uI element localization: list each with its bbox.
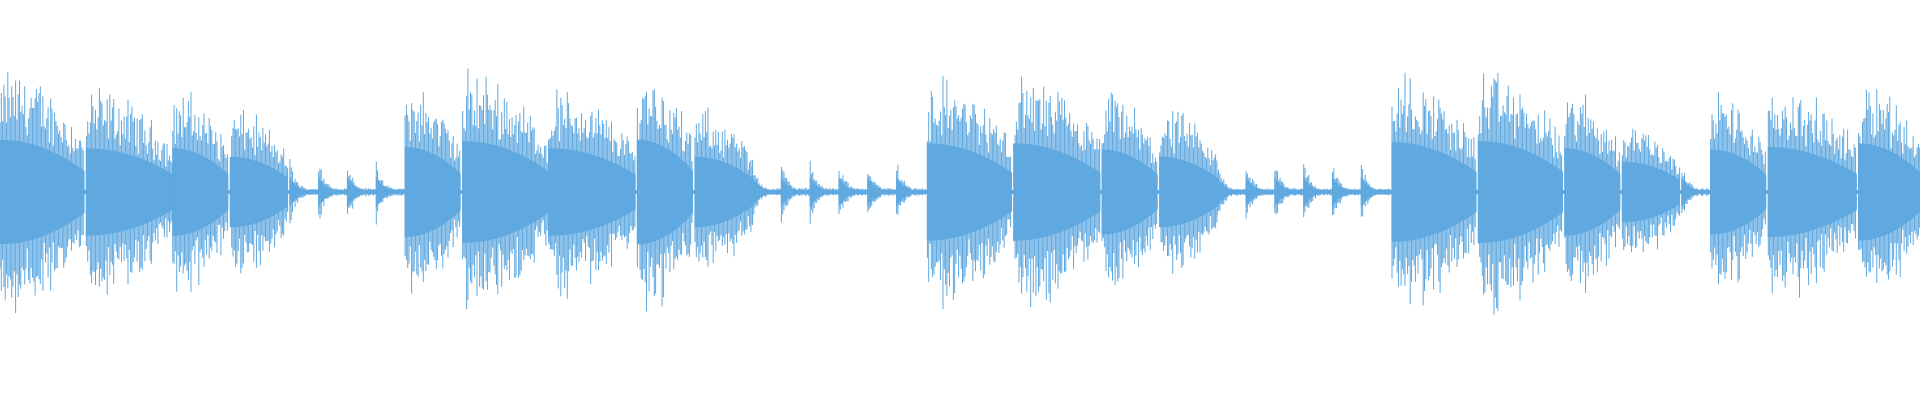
waveform-core-6 xyxy=(346,177,377,207)
waveform-core-14 xyxy=(780,177,810,207)
waveform-core-7 xyxy=(375,177,405,207)
waveform-core-10 xyxy=(548,148,636,236)
waveform-core-19 xyxy=(926,143,1012,241)
waveform-core-23 xyxy=(1216,177,1246,207)
waveform-core-13 xyxy=(752,177,782,207)
waveform-core-17 xyxy=(867,177,897,207)
waveform-core-28 xyxy=(1360,177,1390,207)
waveform-core-21 xyxy=(1101,149,1158,235)
waveform-core-31 xyxy=(1564,148,1621,236)
waveform-core-3 xyxy=(229,156,288,228)
waveform-core-32 xyxy=(1621,161,1680,223)
waveform-core-25 xyxy=(1274,177,1304,207)
waveform-bars xyxy=(0,68,1920,315)
waveform-core-11 xyxy=(636,139,693,245)
waveform-core-9 xyxy=(462,141,550,243)
waveform-core-22 xyxy=(1159,156,1218,228)
waveform-core-30 xyxy=(1477,141,1563,243)
waveform-core-1 xyxy=(85,148,173,236)
waveform-core-26 xyxy=(1303,177,1333,207)
waveform-core-18 xyxy=(896,177,926,207)
waveform-core-12 xyxy=(694,156,753,228)
waveform-core-16 xyxy=(838,177,868,207)
waveform-core-2 xyxy=(172,148,229,236)
waveform-core-34 xyxy=(1710,149,1767,235)
waveform-core-27 xyxy=(1331,177,1362,207)
waveform-core-35 xyxy=(1767,147,1857,237)
waveform-core-33 xyxy=(1681,177,1709,207)
waveform-core-29 xyxy=(1391,142,1477,242)
waveform-core-15 xyxy=(809,177,839,207)
waveform-core-0 xyxy=(0,139,85,245)
waveform-core-8 xyxy=(404,147,461,237)
waveform-core-24 xyxy=(1245,177,1275,207)
waveform-core-4 xyxy=(289,177,319,207)
waveform-core-20 xyxy=(1013,143,1101,241)
waveform-core-5 xyxy=(318,177,348,207)
waveform-core-36 xyxy=(1858,143,1920,241)
